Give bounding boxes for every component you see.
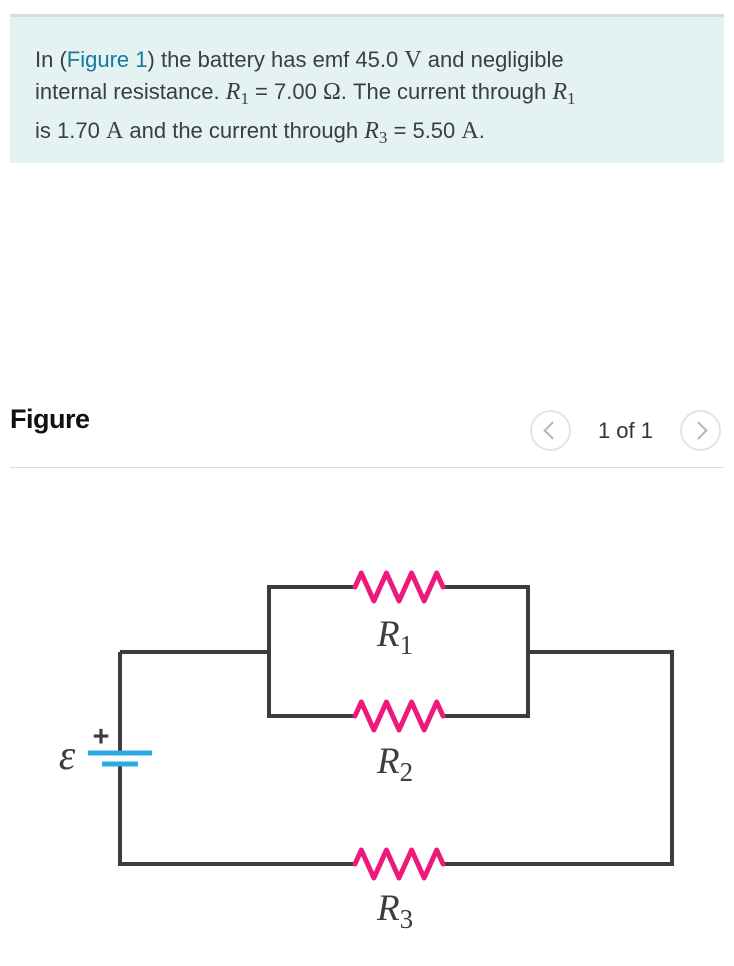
parallel-branch-wires	[267, 585, 530, 718]
problem-statement: In (Figure 1) the battery has emf 45.0 V…	[10, 14, 724, 163]
unit-volts: V	[404, 47, 422, 73]
circuit-wires	[118, 650, 674, 866]
problem-text: is 1.70	[35, 118, 106, 143]
resistor-r3-symbol	[352, 847, 446, 881]
chevron-left-icon	[543, 421, 562, 440]
problem-text: = 5.50	[387, 118, 462, 143]
math-r1-sub: 1	[567, 89, 576, 108]
problem-text: .	[478, 118, 485, 143]
resistor-r1-label: R1	[376, 614, 413, 660]
problem-text: ) the battery has emf 45.0	[147, 47, 405, 72]
problem-text: and the current through	[123, 118, 365, 143]
resistor-r3-label: R3	[376, 888, 413, 934]
figure-link[interactable]: Figure 1	[66, 47, 148, 72]
problem-text: . The current through	[340, 79, 553, 104]
problem-text: = 7.00	[248, 79, 323, 104]
unit-ohms: Ω	[322, 79, 341, 105]
math-r1: R	[225, 79, 241, 105]
figure-title: Figure	[10, 404, 90, 434]
resistor-r2-symbol	[352, 699, 446, 733]
problem-text-line-2: internal resistance. R1 = 7.00 Ω. The cu…	[35, 76, 706, 115]
resistor-r1-symbol	[352, 570, 446, 604]
problem-text: and negligible	[421, 47, 564, 72]
chevron-right-icon	[689, 421, 708, 440]
figure-next-button[interactable]	[680, 410, 721, 451]
figure-prev-button[interactable]	[529, 410, 571, 451]
math-r3-sub: 3	[378, 128, 388, 147]
figure-page-indicator: 1 of 1	[597, 417, 653, 443]
unit-amps: A	[105, 118, 124, 144]
problem-text-line-1: In (Figure 1) the battery has emf 45.0 V…	[35, 44, 706, 76]
figure-pager: 1 of 1	[529, 410, 721, 451]
math-r3: R	[364, 118, 379, 144]
math-r1: R	[552, 79, 568, 105]
problem-text: In (	[35, 47, 67, 72]
resistor-r2-label: R2	[376, 741, 413, 787]
battery-plus-sign: +	[93, 721, 110, 753]
math-r1-sub: 1	[240, 89, 249, 108]
problem-text: internal resistance.	[35, 79, 226, 104]
problem-text-line-3: is 1.70 A and the current through R3 = 5…	[35, 115, 706, 154]
emf-label: ε	[59, 733, 76, 779]
unit-amps: A	[461, 118, 479, 144]
figure-divider	[10, 467, 724, 468]
circuit-diagram: ε + R1 R2 R3	[59, 570, 674, 934]
